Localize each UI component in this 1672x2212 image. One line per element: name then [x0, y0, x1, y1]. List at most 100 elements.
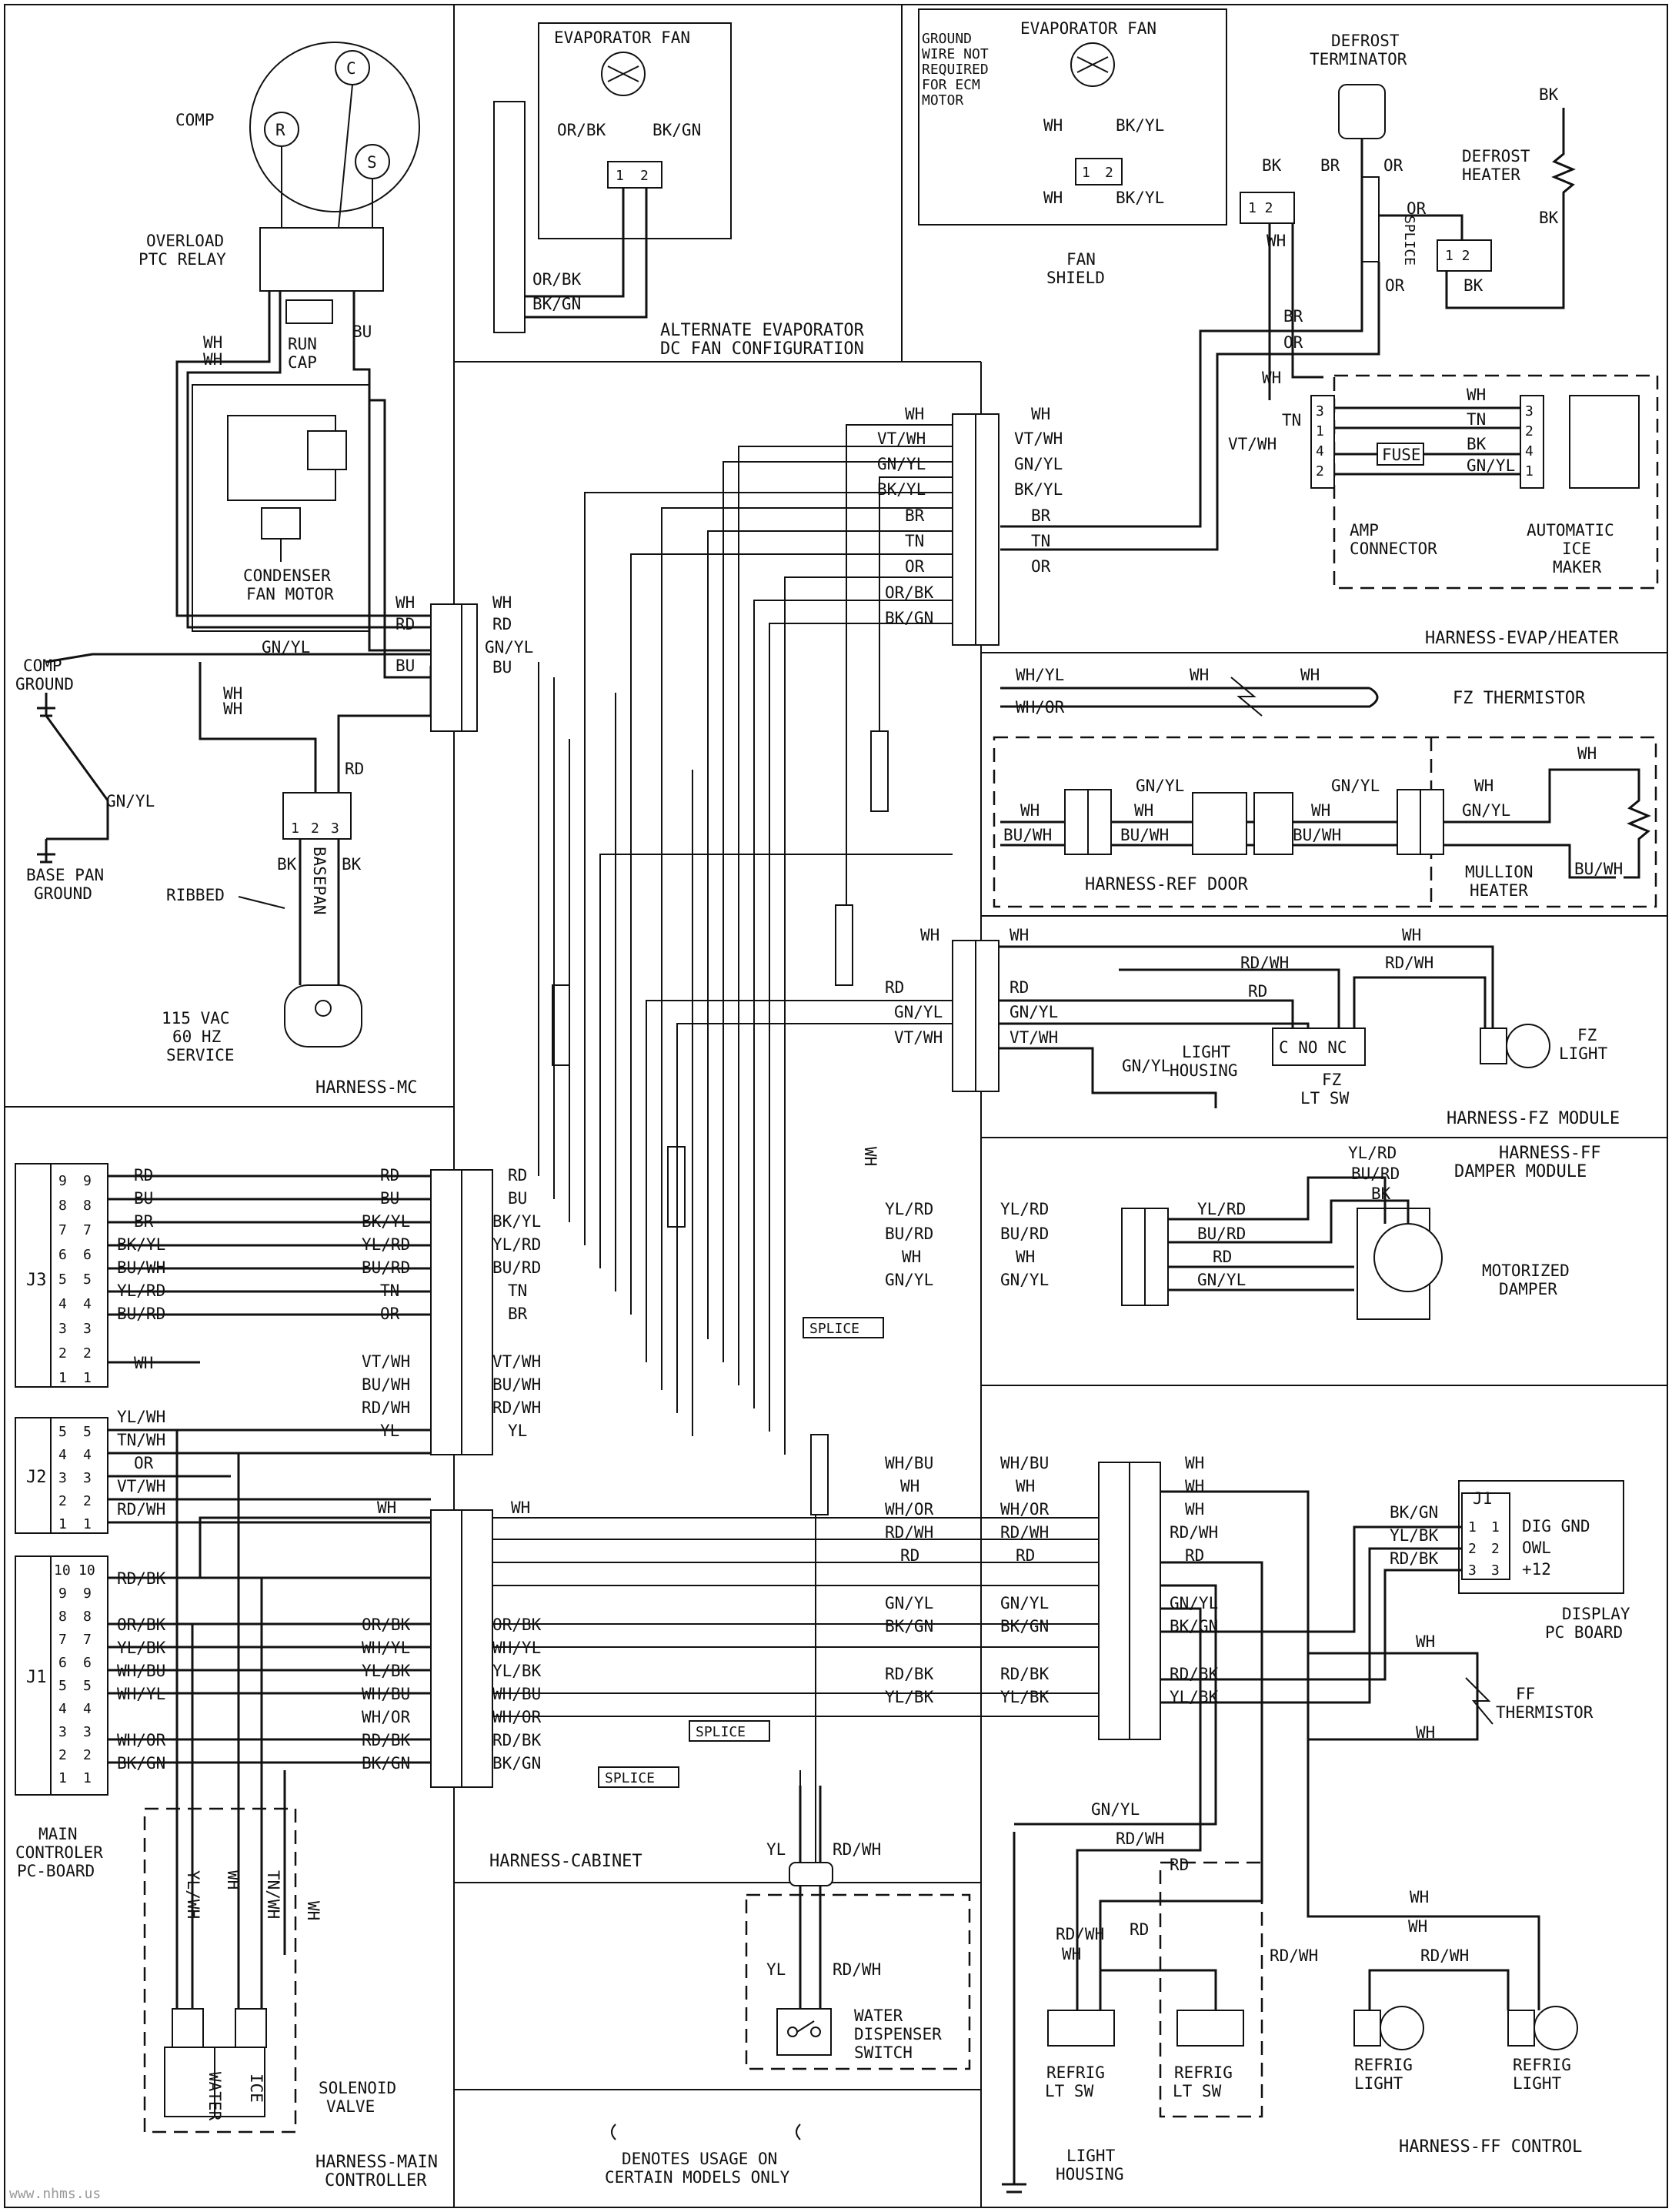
- svg-text:3: 3: [1316, 403, 1324, 419]
- svg-text:GN/YL: GN/YL: [885, 1271, 933, 1289]
- svg-text:WH: WH: [1190, 666, 1209, 684]
- svg-text:RD: RD: [885, 978, 904, 997]
- svg-text:AMP: AMP: [1350, 521, 1379, 540]
- svg-text:CONTROLER: CONTROLER: [15, 1843, 103, 1862]
- svg-text:WH: WH: [1016, 1248, 1035, 1266]
- svg-text:BK/GN: BK/GN: [885, 609, 933, 627]
- svg-text:YL/BK: YL/BK: [1000, 1688, 1050, 1706]
- svg-text:TN/WH: TN/WH: [264, 1870, 282, 1919]
- svg-text:CERTAIN MODELS ONLY: CERTAIN MODELS ONLY: [605, 2168, 790, 2187]
- svg-text:3: 3: [83, 1321, 92, 1337]
- svg-text:7: 7: [58, 1632, 67, 1648]
- svg-text:HEATER: HEATER: [1462, 165, 1520, 184]
- svg-text:5: 5: [83, 1424, 92, 1440]
- svg-text:VALVE: VALVE: [326, 2097, 375, 2116]
- svg-text:BU/RD: BU/RD: [885, 1225, 933, 1243]
- svg-text:SERVICE: SERVICE: [166, 1046, 235, 1064]
- svg-text:6: 6: [83, 1247, 92, 1263]
- svg-text:2: 2: [83, 1747, 92, 1763]
- svg-text:J3: J3: [26, 1271, 47, 1290]
- svg-text:8: 8: [83, 1198, 92, 1214]
- section-harness-main-2: CONTROLLER: [325, 2171, 427, 2190]
- svg-text:CAP: CAP: [288, 353, 317, 372]
- svg-text:2: 2: [58, 1747, 67, 1763]
- svg-text:2: 2: [58, 1345, 67, 1362]
- svg-text:7: 7: [83, 1632, 92, 1648]
- svg-text:WH: WH: [1408, 1917, 1427, 1936]
- refrig-light-switch-1: [1047, 2010, 1115, 2047]
- svg-text:PTC RELAY: PTC RELAY: [138, 250, 226, 269]
- svg-text:YL/RD: YL/RD: [1000, 1200, 1049, 1218]
- svg-text:RD: RD: [380, 1166, 399, 1185]
- svg-text:www.nhms.us: www.nhms.us: [9, 2186, 101, 2202]
- svg-text:5: 5: [58, 1424, 67, 1440]
- svg-text:5: 5: [83, 1678, 92, 1694]
- svg-text:OR/BK: OR/BK: [557, 121, 606, 139]
- svg-text:DEFROST: DEFROST: [1462, 147, 1530, 165]
- svg-text:1: 1: [58, 1770, 67, 1786]
- svg-text:LIGHT: LIGHT: [1182, 1043, 1231, 1061]
- svg-text:YL: YL: [766, 1840, 786, 1859]
- svg-text:FUSE: FUSE: [1382, 446, 1421, 464]
- svg-text:3: 3: [58, 1724, 67, 1740]
- svg-text:RD: RD: [395, 615, 415, 633]
- svg-text:3: 3: [331, 820, 339, 837]
- svg-text:BU/WH: BU/WH: [362, 1375, 410, 1394]
- svg-text:WH: WH: [1134, 801, 1153, 820]
- svg-text:DAMPER: DAMPER: [1499, 1280, 1557, 1298]
- svg-text:WH: WH: [900, 1477, 919, 1495]
- svg-text:OR/BK: OR/BK: [362, 1616, 411, 1634]
- svg-text:BK: BK: [1467, 435, 1487, 453]
- svg-text:WIRE NOT: WIRE NOT: [922, 46, 989, 62]
- ice-maker: 31 42 32 41 FUSE AMP CONNECTOR AUTOMATIC…: [1228, 374, 1659, 590]
- svg-text:EVAPORATOR FAN: EVAPORATOR FAN: [1020, 19, 1156, 38]
- svg-text:8: 8: [58, 1609, 67, 1625]
- svg-text:+12: +12: [1522, 1560, 1551, 1579]
- svg-text:60 HZ: 60 HZ: [172, 1027, 221, 1046]
- svg-text:YL/RD: YL/RD: [492, 1235, 541, 1254]
- svg-text:OR: OR: [1383, 156, 1403, 175]
- svg-text:LIGHT: LIGHT: [1513, 2074, 1562, 2093]
- section-harness-cabinet: HARNESS-CABINET: [489, 1852, 642, 1871]
- svg-text:GN/YL: GN/YL: [1091, 1800, 1140, 1819]
- svg-text:BU/WH: BU/WH: [1574, 860, 1623, 878]
- svg-text:WH: WH: [1062, 1945, 1081, 1963]
- water-dispenser: WATER DISPENSER SWITCH YL RD/WH YL RD/WH…: [745, 1147, 971, 2070]
- svg-text:3: 3: [58, 1470, 67, 1486]
- svg-text:BU: BU: [352, 322, 372, 341]
- svg-text:BK/GN: BK/GN: [652, 121, 701, 139]
- cabinet-connector-2: WH OR/BK WH/YL YL/BK WH/BU WH/OR RD/BK B…: [108, 1499, 542, 1788]
- svg-text:RD/BK: RD/BK: [1000, 1665, 1050, 1683]
- svg-text:RD/WH: RD/WH: [833, 1840, 881, 1859]
- svg-text:WH/YL: WH/YL: [1016, 666, 1064, 684]
- svg-text:WH: WH: [1402, 926, 1421, 944]
- svg-text:WH: WH: [1043, 116, 1063, 135]
- svg-text:WH: WH: [861, 1147, 879, 1166]
- svg-text:WH: WH: [1262, 369, 1281, 387]
- svg-text:WH: WH: [1467, 386, 1486, 404]
- svg-text:YL: YL: [380, 1422, 399, 1440]
- svg-text:MOTOR: MOTOR: [922, 92, 963, 109]
- svg-text:GROUND: GROUND: [15, 675, 74, 693]
- svg-text:FAN: FAN: [1066, 250, 1096, 269]
- section-alt-evap-1: ALTERNATE EVAPORATOR: [660, 321, 865, 340]
- svg-text:YL: YL: [508, 1422, 527, 1440]
- svg-text:1: 1: [1082, 165, 1090, 181]
- svg-text:3: 3: [1491, 1562, 1500, 1579]
- note: DENOTES USAGE ON CERTAIN MODELS ONLY www…: [9, 2123, 801, 2202]
- svg-text:GN/YL: GN/YL: [877, 455, 926, 473]
- svg-text:RD: RD: [1130, 1920, 1149, 1939]
- svg-text:BU/WH: BU/WH: [1003, 826, 1052, 844]
- svg-text:GN/YL: GN/YL: [1462, 801, 1510, 820]
- svg-text:RD/BK: RD/BK: [885, 1665, 934, 1683]
- svg-text:VT/WH: VT/WH: [1228, 435, 1277, 453]
- svg-text:YL/RD: YL/RD: [885, 1200, 933, 1218]
- svg-text:BU/RD: BU/RD: [1000, 1225, 1049, 1243]
- svg-text:WH: WH: [203, 350, 222, 369]
- section-harness-ref-door: HARNESS-REF DOOR: [1085, 875, 1249, 894]
- svg-text:WH: WH: [395, 593, 415, 612]
- svg-text:GROUND: GROUND: [922, 31, 972, 47]
- svg-text:WH: WH: [1031, 405, 1050, 423]
- svg-text:RD/WH: RD/WH: [1000, 1523, 1049, 1542]
